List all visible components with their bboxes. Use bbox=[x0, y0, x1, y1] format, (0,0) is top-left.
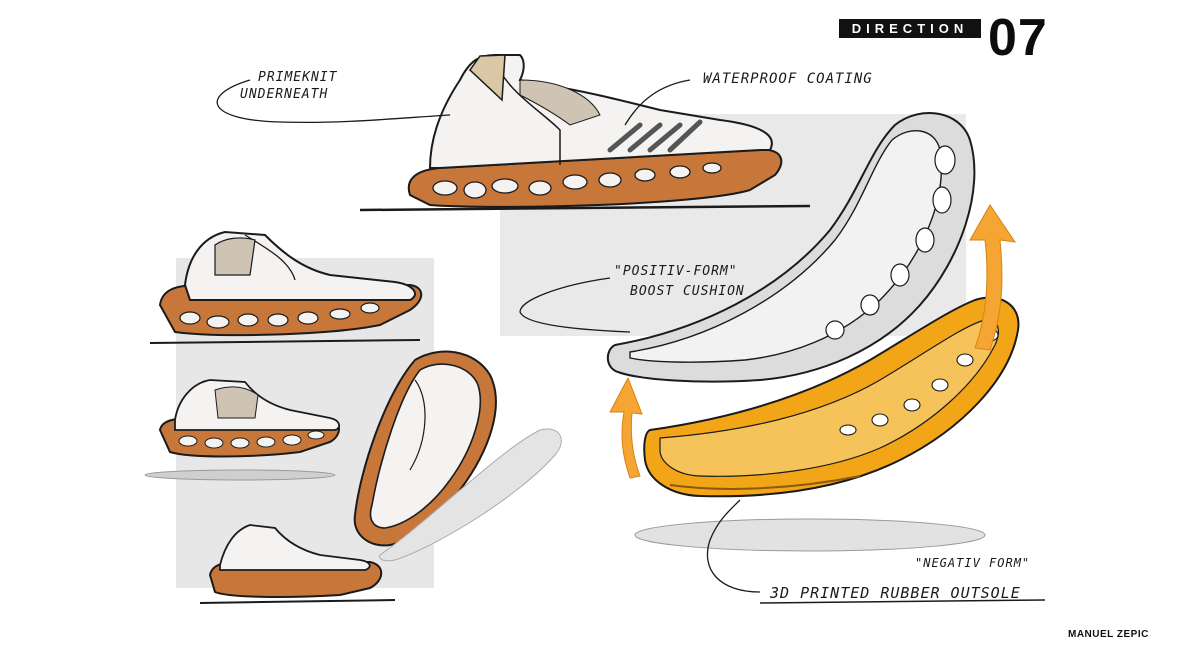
annotation-negativ: "NEGATIV FORM" bbox=[915, 556, 1031, 570]
annotation-positiv-line1: "POSITIV-FORM" bbox=[614, 264, 738, 279]
annotation-positiv-line2: BOOST CUSHION bbox=[630, 284, 745, 299]
direction-label: DIRECTION bbox=[839, 19, 981, 38]
shoe-sketch-top-view bbox=[353, 350, 562, 562]
transform-arrow-right bbox=[969, 204, 1017, 351]
annotation-primeknit-line2: UNDERNEATH bbox=[240, 87, 329, 102]
leader-primeknit bbox=[216, 79, 451, 124]
shoe-sketch-bottom-side bbox=[199, 524, 396, 604]
transform-arrow-left bbox=[609, 376, 643, 479]
author-credit: MANUEL ZEPIC bbox=[1068, 629, 1149, 640]
leader-positiv bbox=[519, 277, 631, 333]
shoe-sketch-main-side bbox=[359, 54, 811, 212]
leader-outsole bbox=[706, 499, 761, 593]
cushion-negative-form bbox=[634, 296, 1020, 552]
cushion-positive-form bbox=[606, 112, 976, 383]
annotation-primeknit-line1: PRIMEKNIT bbox=[258, 70, 338, 85]
leader-waterproof bbox=[624, 79, 691, 126]
shoe-sketch-lower-side bbox=[144, 379, 341, 481]
underline-outsole bbox=[759, 599, 1046, 604]
shoe-sketch-left-side bbox=[149, 230, 423, 344]
annotation-waterproof: WATERPROOF COATING bbox=[703, 71, 873, 87]
annotation-outsole: 3D PRINTED RUBBER OUTSOLE bbox=[770, 584, 1021, 602]
direction-number: 07 bbox=[988, 9, 1048, 67]
